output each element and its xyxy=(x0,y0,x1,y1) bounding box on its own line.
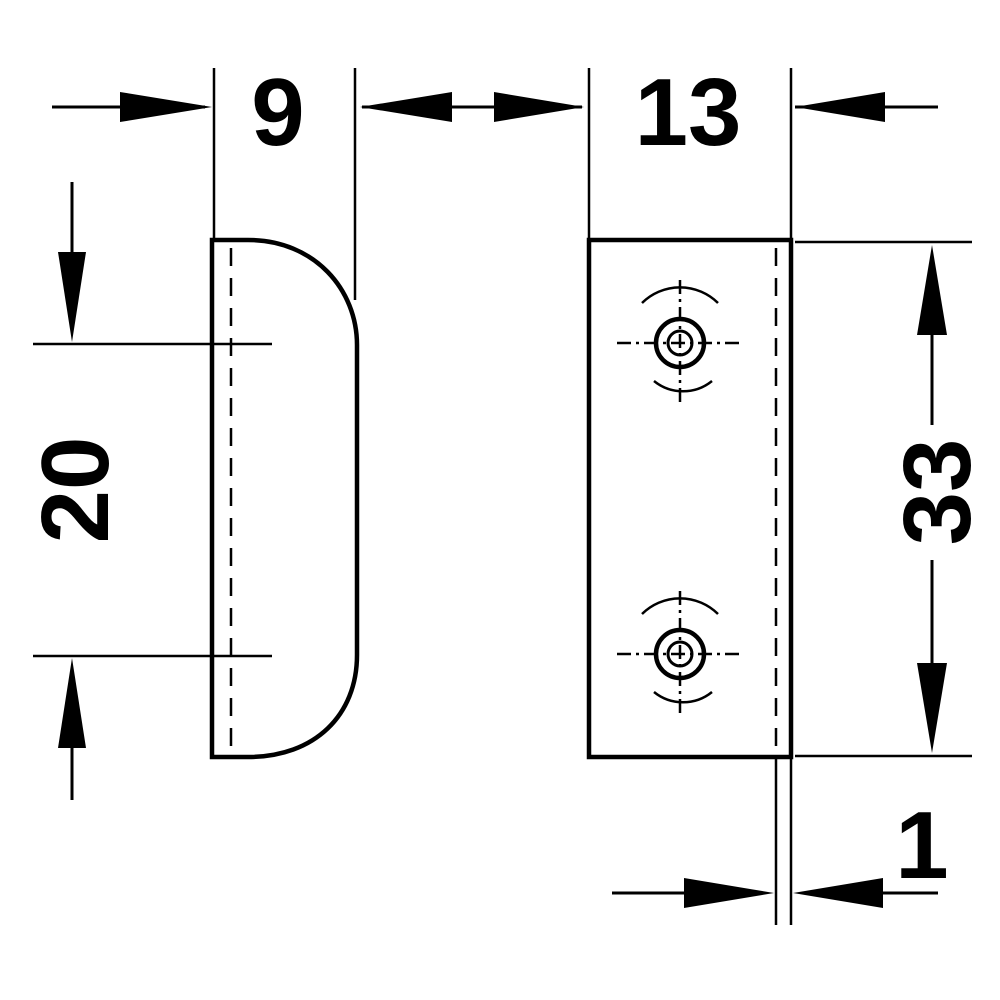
mounting-plate xyxy=(586,237,794,760)
extension-lines xyxy=(33,68,972,925)
dimension-label-33: 33 xyxy=(884,439,991,546)
dimension-label-1: 1 xyxy=(895,792,948,899)
screw-hole-top xyxy=(617,280,743,406)
thickness-dimension xyxy=(612,878,938,908)
dimension-label-20: 20 xyxy=(22,437,129,544)
dimension-label-9: 9 xyxy=(251,59,304,166)
screw-hole-bottom xyxy=(617,591,743,717)
left-height-dimension xyxy=(58,182,86,800)
end-cap-profile xyxy=(209,237,360,760)
dimension-label-13: 13 xyxy=(635,59,742,166)
right-height-dimension xyxy=(917,245,947,753)
top-dimension-line xyxy=(52,92,938,122)
